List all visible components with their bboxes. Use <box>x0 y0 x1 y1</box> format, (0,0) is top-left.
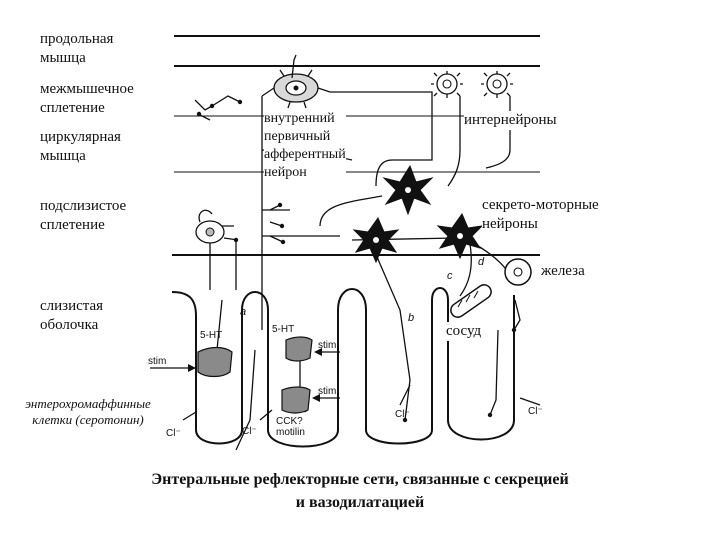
vessel-shape <box>450 284 492 318</box>
label-letter-b: b <box>408 312 415 324</box>
label-stim-center-bottom: stim. <box>318 386 340 397</box>
label-cl-1: Cl⁻ <box>166 428 181 439</box>
label-submucosal-plexus: подслизистое сплетение <box>40 198 127 233</box>
label-ipan: внутренний первичный афферентный нейрон <box>264 110 346 182</box>
label-cck-motilin: CCK? motilin <box>276 416 305 438</box>
label-cl-2: Cl⁻ <box>242 426 257 437</box>
label-5ht-left: 5-HT <box>200 330 223 341</box>
label-cl-4: Cl⁻ <box>528 406 543 417</box>
label-letter-c: c <box>447 270 453 282</box>
diagram-caption: Энтеральные рефлекторные сети, связанные… <box>151 471 569 511</box>
label-cl-3: Cl⁻ <box>395 409 410 420</box>
label-secretomotor: секрето-моторные нейроны <box>482 196 599 234</box>
interneuron-cell-2 <box>481 71 513 98</box>
secretomotor-neuron-1 <box>352 216 400 264</box>
ec-cell-center-top <box>285 336 313 362</box>
label-myenteric-plexus: межмышечное сплетение <box>40 81 134 116</box>
label-letter-a: a <box>240 306 247 318</box>
myenteric-ganglion <box>261 69 331 109</box>
fibre-endings <box>196 99 517 423</box>
label-mucosa: слизистая оболочка <box>40 298 104 333</box>
interneuron-cell-1 <box>431 71 463 98</box>
label-longitudinal-muscle: продольная мышца <box>40 31 114 66</box>
ec-cell-center-bottom <box>281 386 311 414</box>
label-stim-left: stim <box>148 356 167 367</box>
label-gland: железа <box>541 263 585 279</box>
label-5ht-center: 5-HT <box>272 324 295 335</box>
label-circular-muscle: циркулярная мышца <box>40 129 121 164</box>
layer-lines <box>172 35 540 256</box>
label-interneurons: интернейроны <box>464 111 557 130</box>
ec-cell-left <box>197 346 233 378</box>
stim-arrows <box>150 348 541 421</box>
mucosa-villi-outline <box>171 287 515 448</box>
label-vessel: сосуд <box>446 322 482 341</box>
label-letter-d: d <box>478 256 485 268</box>
label-stim-center-top: stim. <box>318 340 340 351</box>
submucosal-neuron <box>195 209 239 290</box>
interneuron-star <box>382 164 434 216</box>
secretomotor-neuron-2 <box>436 212 484 260</box>
label-ec-cells: энтерохромаффинные клетки (серотонин) <box>6 396 170 428</box>
gland-shape <box>504 258 532 286</box>
